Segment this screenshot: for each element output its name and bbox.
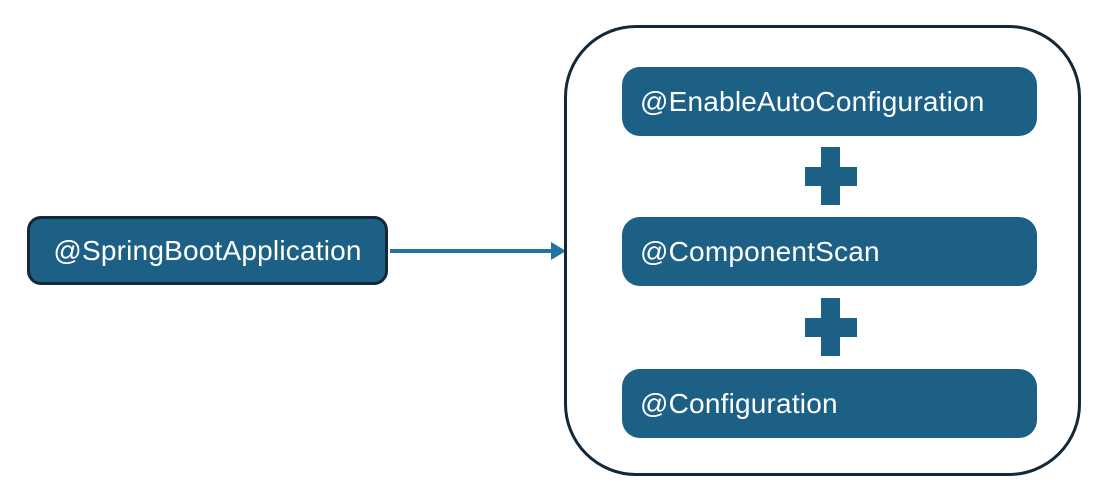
plus-icon: [805, 147, 857, 205]
plus-icon: [805, 298, 857, 356]
configuration-label: @Configuration: [640, 387, 838, 419]
componentscan-label: @ComponentScan: [640, 235, 880, 267]
enableautoconfiguration-label: @EnableAutoConfiguration: [640, 85, 985, 117]
connector-arrowhead-icon: [551, 242, 566, 260]
enableautoconfiguration-box: @EnableAutoConfiguration: [622, 67, 1037, 136]
springbootapplication-label: @SpringBootApplication: [53, 234, 362, 266]
componentscan-box: @ComponentScan: [622, 217, 1037, 286]
springbootapplication-box: @SpringBootApplication: [27, 216, 388, 285]
configuration-box: @Configuration: [622, 369, 1037, 438]
connector-arrow-line: [390, 249, 552, 253]
composite-annotations-container: @EnableAutoConfiguration @ComponentScan …: [564, 25, 1081, 476]
